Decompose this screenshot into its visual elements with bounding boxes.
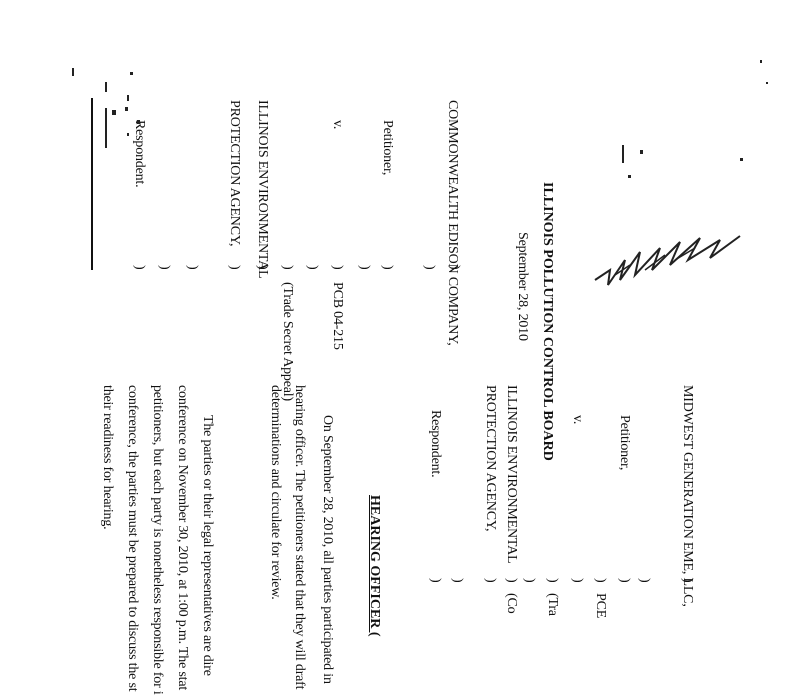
paragraph2-line2: conference on November 30, 2010, at 1:00…: [175, 385, 190, 691]
caption-paren: ): [255, 265, 270, 270]
petitioner-name: COMMONWEALTH EDISON COMPANY,: [445, 100, 460, 346]
case-number: PCB 04-215: [330, 282, 345, 350]
front-caption-paren: ): [450, 578, 465, 583]
caption-paren: ): [380, 265, 395, 270]
paragraph2-line3: petitioners, but each party is nonethele…: [150, 385, 165, 695]
front-petitioner-role: Petitioner,: [617, 415, 632, 471]
respondent-role: Respondent.: [132, 120, 147, 188]
paragraph2-line5: their readiness for hearing.: [100, 385, 115, 530]
respondent-name-line1: ILLINOIS ENVIRONMENTAL: [255, 100, 270, 279]
front-caption-paren: ): [483, 578, 498, 583]
caption-paren: ): [305, 265, 320, 270]
front-caption-paren: ): [680, 578, 695, 583]
front-case-note: (Co: [504, 593, 519, 614]
caption-paren: ): [157, 265, 172, 270]
front-caption-paren: ): [570, 578, 585, 583]
petitioner-role: Petitioner,: [380, 120, 395, 176]
front-caption-paren: ): [545, 578, 560, 583]
board-title: ILLINOIS POLLUTION CONTROL BOARD: [540, 182, 555, 461]
front-caption-paren: ): [593, 578, 608, 583]
caption-paren: ): [357, 265, 372, 270]
paragraph1-line2: hearing officer. The petitioners stated …: [292, 385, 307, 690]
caption-paren: ): [422, 265, 437, 270]
front-case-number: PCE: [593, 593, 608, 619]
front-case-type: (Tra: [545, 593, 560, 616]
case-type: (Trade Secret Appeal): [280, 282, 295, 401]
caption-rule: [91, 98, 93, 270]
paragraph1-line3: determinations and circulate for review.: [268, 385, 283, 600]
caption-paren: ): [447, 265, 462, 270]
signature-scribble: [594, 235, 741, 286]
front-respondent-name-line1: ILLINOIS ENVIRONMENTAL: [504, 385, 519, 564]
caption-paren: ): [280, 265, 295, 270]
front-respondent-role: Respondent.: [428, 410, 443, 478]
paragraph2-line1: The parties or their legal representativ…: [200, 415, 215, 676]
versus-label: v.: [330, 120, 345, 130]
front-respondent-name-line2: PROTECTION AGENCY,: [483, 385, 498, 532]
front-caption-paren: ): [637, 578, 652, 583]
front-caption-paren: ): [428, 578, 443, 583]
front-caption-paren: ): [522, 578, 537, 583]
respondent-name-line2: PROTECTION AGENCY,: [227, 100, 242, 247]
paragraph1-line1: On September 28, 2010, all parties parti…: [320, 415, 335, 684]
caption-paren: ): [227, 265, 242, 270]
caption-paren: ): [185, 265, 200, 270]
paragraph2-line4: conference, the parties must be prepared…: [125, 385, 140, 692]
caption-paren: ): [330, 265, 345, 270]
front-petitioner-name: MIDWEST GENERATION EME, LLC,: [680, 385, 695, 607]
order-date: September 28, 2010: [515, 232, 530, 341]
front-caption-paren: ): [504, 578, 519, 583]
front-versus-label: v.: [570, 415, 585, 425]
order-title: HEARING OFFICER (: [367, 495, 382, 637]
caption-paren: ): [132, 265, 147, 270]
front-caption-paren: ): [617, 578, 632, 583]
